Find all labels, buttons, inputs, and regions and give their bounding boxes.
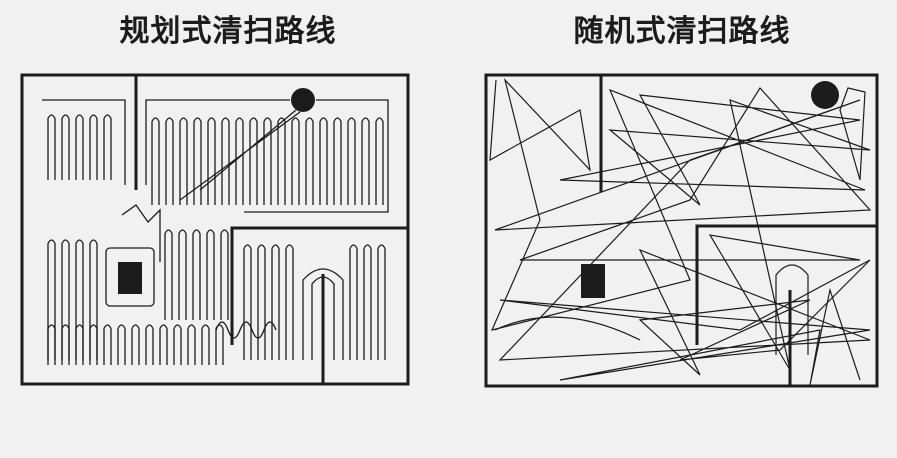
random-room-border (484, 73, 879, 388)
random-route-title: 随机式清扫路线 (573, 14, 791, 49)
random-route-panel (484, 73, 879, 388)
serpentine-loop (243, 244, 294, 360)
random-cleaning-path (489, 77, 872, 386)
planned-route-title: 规划式清扫路线 (119, 14, 337, 49)
random-obstacle (581, 264, 605, 298)
random-curve-segment (494, 87, 866, 355)
serpentine-loop (349, 244, 386, 360)
serpentine-loop (151, 117, 384, 205)
planned-obstacle (118, 262, 142, 294)
planned-route-panel (20, 73, 410, 386)
serpentine-loop (164, 229, 229, 320)
planned-interior-walls (134, 75, 408, 384)
planned-cleaning-path (42, 99, 389, 365)
random-zigzag-line (489, 77, 872, 386)
serpentine-loop (47, 114, 112, 180)
serpentine-loop (47, 324, 224, 365)
planned-obstacle-outline (105, 247, 155, 307)
serpentine-loop (47, 239, 98, 360)
random-robot-icon (811, 81, 839, 109)
planned-robot-icon (291, 88, 315, 112)
